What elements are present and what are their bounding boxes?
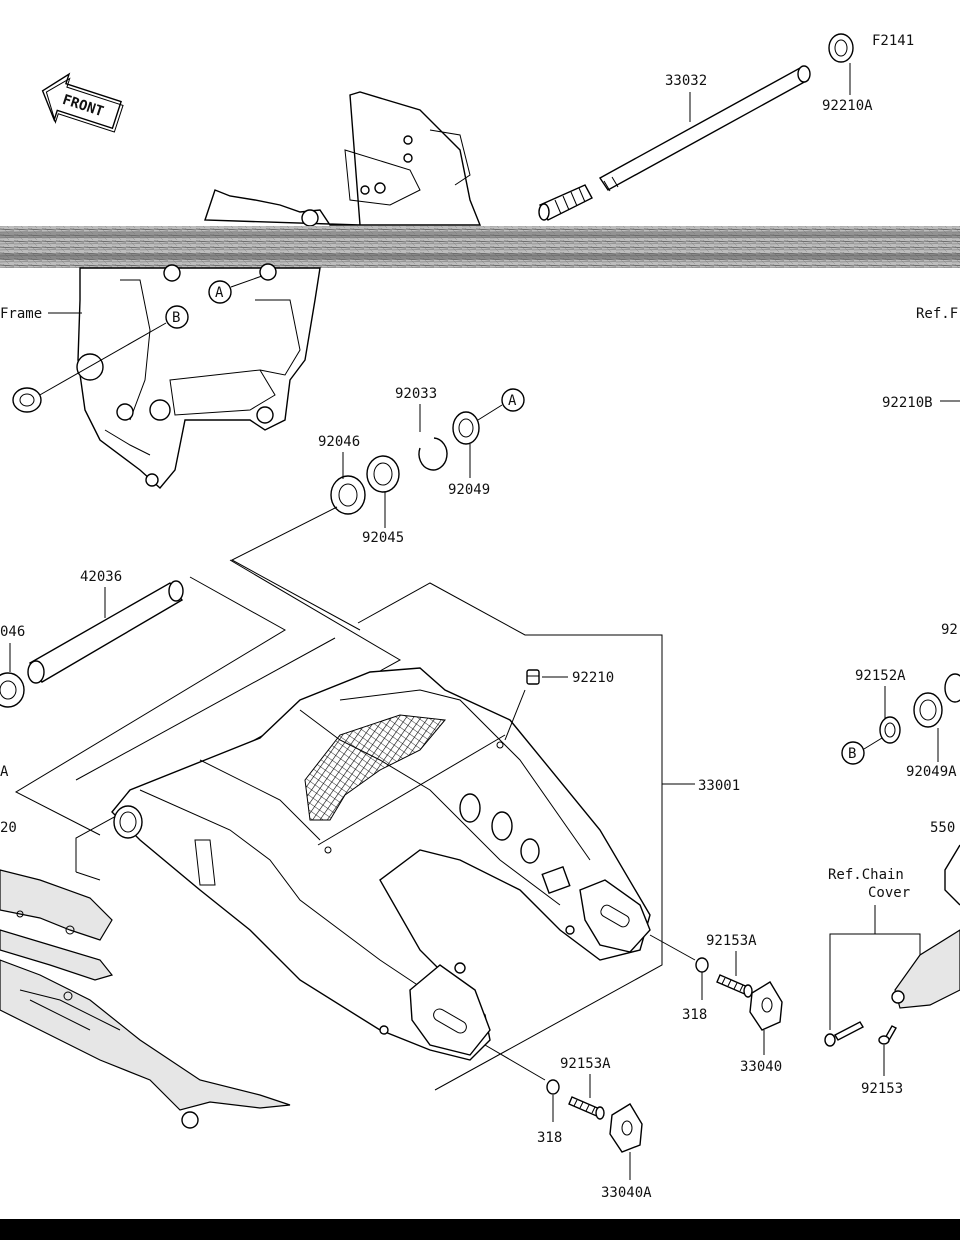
screw-92153 bbox=[824, 1021, 897, 1047]
callout-b-right bbox=[841, 741, 865, 765]
chain-cover-right bbox=[894, 929, 960, 1009]
nut-92210A bbox=[828, 33, 854, 63]
label-92210B: 92210B bbox=[882, 395, 933, 411]
label-33040: 33040 bbox=[740, 1059, 782, 1075]
chain-cover-left bbox=[0, 869, 291, 1129]
nut-left bbox=[12, 387, 42, 413]
adjuster-33040A bbox=[609, 1103, 643, 1153]
nut-318-lower bbox=[546, 1079, 560, 1095]
label-92152A: 92152A bbox=[855, 668, 906, 684]
label-20-left: 20 bbox=[0, 820, 17, 836]
label-42036: 42036 bbox=[80, 569, 122, 585]
circlip-92033 bbox=[418, 437, 448, 471]
bearing-right bbox=[944, 673, 960, 703]
collar-42036 bbox=[27, 580, 184, 684]
label-92210A: 92210A bbox=[822, 98, 873, 114]
swingarm-33001 bbox=[111, 667, 651, 1061]
front-arrow-icon: FRONT bbox=[41, 72, 124, 133]
label-92153A-upper: 92153A bbox=[706, 933, 757, 949]
label-318-lower: 318 bbox=[537, 1130, 562, 1146]
callout-a-frame bbox=[208, 280, 232, 304]
washer-92152A bbox=[879, 716, 901, 744]
seal-92049A bbox=[913, 692, 943, 728]
label-92033: 92033 bbox=[395, 386, 437, 402]
label-550: 550 bbox=[930, 820, 955, 836]
frame-lower bbox=[76, 263, 321, 490]
adjuster-33040 bbox=[749, 981, 783, 1031]
label-92045: 92045 bbox=[362, 530, 404, 546]
bearing-left bbox=[0, 672, 25, 708]
label-92153: 92153 bbox=[861, 1081, 903, 1097]
ref-frame-right: Ref.F bbox=[916, 306, 958, 322]
label-92049A: 92049A bbox=[906, 764, 957, 780]
bearing-92045 bbox=[366, 455, 400, 493]
label-92-right: 92 bbox=[941, 622, 958, 638]
label-33032: 33032 bbox=[665, 73, 707, 89]
svg-text:B: B bbox=[172, 310, 180, 326]
bearing-group bbox=[330, 411, 480, 515]
label-92153A-lower: 92153A bbox=[560, 1056, 611, 1072]
ref-chain-cover-line2: Cover bbox=[868, 885, 910, 901]
label-33040A: 33040A bbox=[601, 1185, 652, 1201]
label-318-upper: 318 bbox=[682, 1007, 707, 1023]
label-A-left: A bbox=[0, 764, 9, 780]
label-046-left: 046 bbox=[0, 624, 25, 640]
seal-92049 bbox=[452, 411, 480, 445]
label-33001: 33001 bbox=[698, 778, 740, 794]
svg-text:B: B bbox=[848, 746, 856, 762]
bottom-bar bbox=[0, 1219, 960, 1240]
label-92046: 92046 bbox=[318, 434, 360, 450]
bolt-92153A-lower bbox=[568, 1096, 605, 1120]
label-92210: 92210 bbox=[572, 670, 614, 686]
svg-text:A: A bbox=[215, 285, 224, 301]
ref-chain-cover-line1: Ref.Chain bbox=[828, 867, 904, 883]
frame-upper bbox=[204, 91, 482, 227]
nut-318-upper bbox=[695, 957, 709, 973]
label-92049: 92049 bbox=[448, 482, 490, 498]
part-550 bbox=[944, 844, 960, 906]
grease-nipple-92210 bbox=[526, 669, 540, 685]
svg-text:A: A bbox=[508, 393, 517, 409]
callout-b-frame bbox=[165, 305, 189, 329]
figure-code: F2141 bbox=[872, 33, 914, 49]
pivot-shaft-33032 bbox=[538, 65, 811, 221]
bearing-92046 bbox=[330, 475, 366, 515]
ref-frame: Frame bbox=[0, 306, 42, 322]
bolt-92153A-upper bbox=[716, 974, 753, 998]
callout-a-seal bbox=[501, 388, 525, 412]
